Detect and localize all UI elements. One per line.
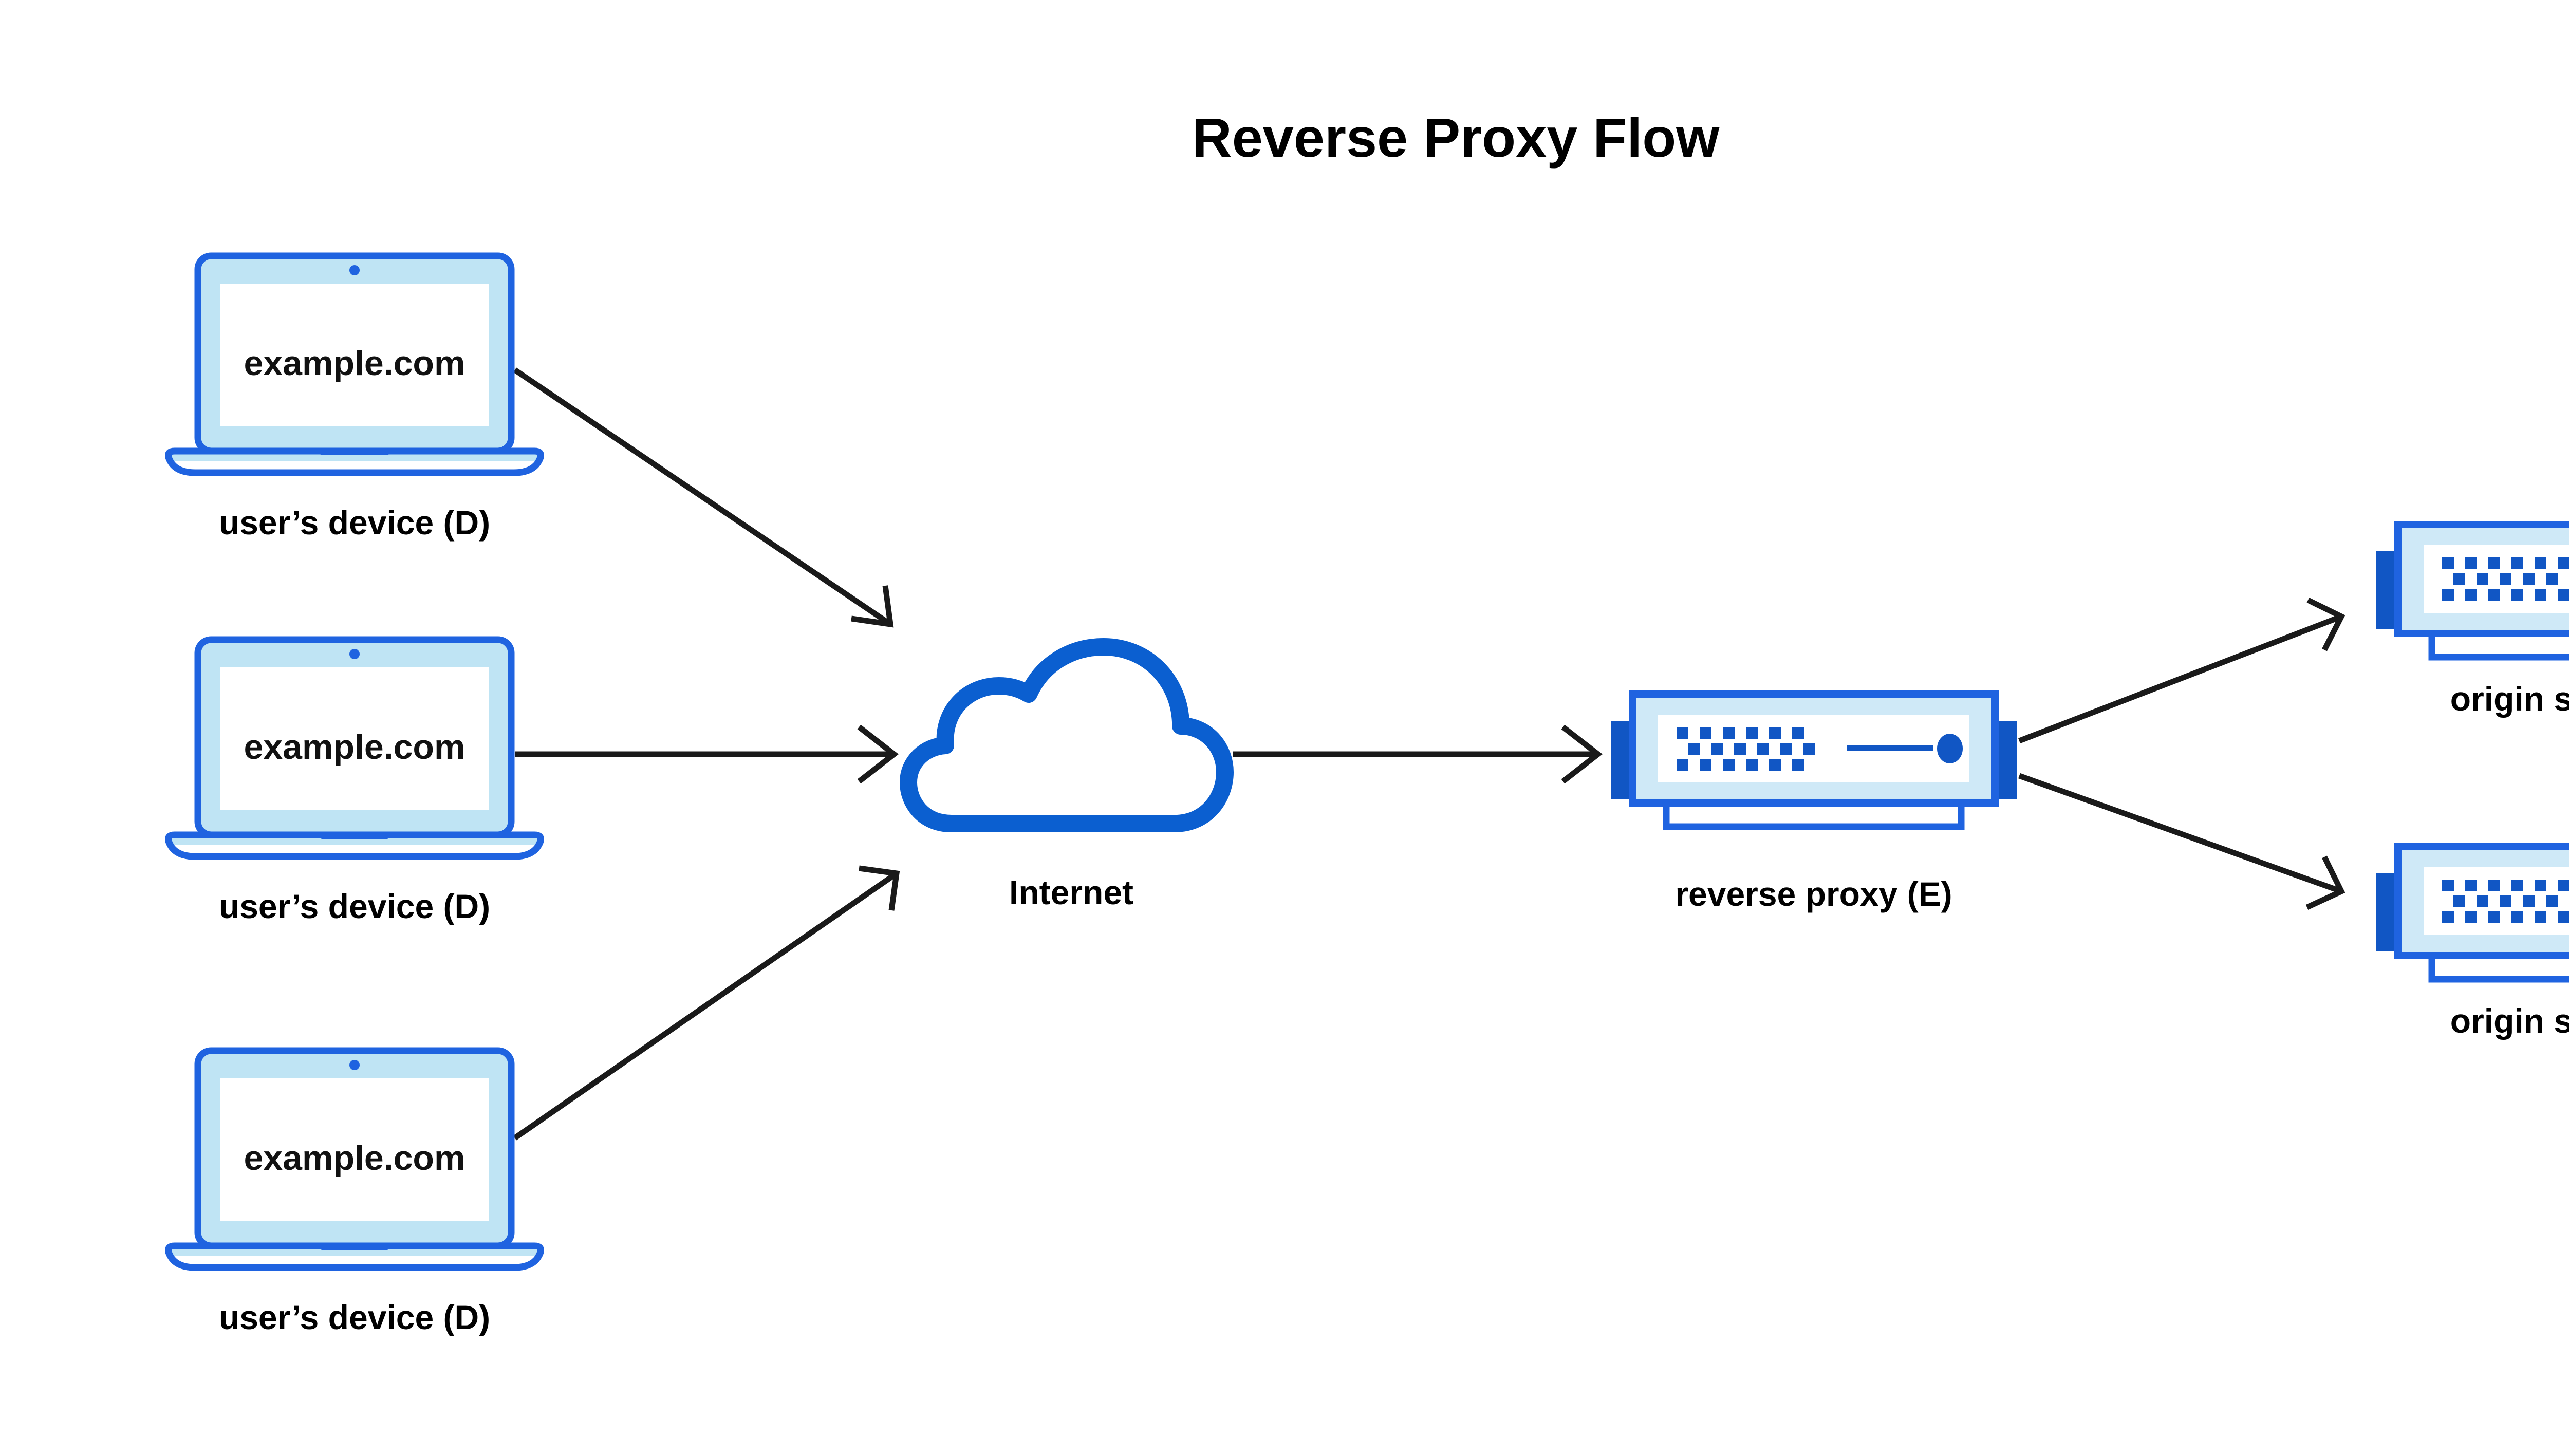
node-client-bottom[interactable]: example.com user’s device (D) (169, 1051, 541, 1336)
server-icon (2376, 525, 2569, 657)
client-caption: user’s device (D) (219, 887, 490, 925)
node-client-middle[interactable]: example.com user’s device (D) (169, 640, 541, 925)
node-origin-bottom[interactable]: origin server (F) (2376, 847, 2569, 1040)
client-screen-text: example.com (244, 344, 466, 383)
internet-caption: Internet (1009, 873, 1133, 911)
origin-caption: origin server (F) (2450, 680, 2569, 718)
node-client-top[interactable]: example.com user’s device (D) (169, 256, 541, 542)
node-reverse-proxy[interactable]: reverse proxy (E) (1611, 694, 2017, 913)
edge-internet-to-proxy (1233, 724, 1603, 784)
cloud-icon (908, 647, 1225, 824)
node-origin-top[interactable]: origin server (F) (2376, 525, 2569, 718)
edge-client-bottom-to-internet (513, 865, 900, 1141)
node-internet[interactable]: Internet (908, 647, 1225, 911)
client-screen-text: example.com (244, 727, 466, 767)
server-icon (2376, 847, 2569, 979)
edge-proxy-to-origin-bottom (2018, 773, 2345, 910)
client-caption: user’s device (D) (219, 503, 490, 542)
client-screen-text: example.com (244, 1138, 466, 1178)
reverse-proxy-caption: reverse proxy (E) (1675, 875, 1952, 913)
edge-proxy-to-origin-top (2018, 598, 2345, 744)
page-title: Reverse Proxy Flow (1192, 106, 1720, 169)
edge-client-middle-to-internet (515, 724, 899, 784)
client-caption: user’s device (D) (219, 1298, 490, 1336)
server-icon (1611, 694, 2017, 827)
origin-caption: origin server (F) (2450, 1002, 2569, 1040)
edge-client-top-to-internet (513, 367, 894, 628)
